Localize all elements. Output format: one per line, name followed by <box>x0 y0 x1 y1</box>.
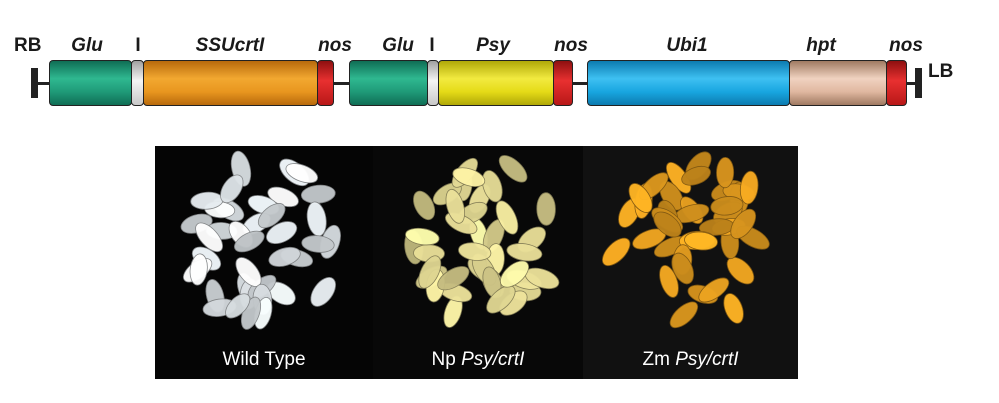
glu-promoter-label-2: Glu <box>382 35 414 56</box>
nos-terminator-label-2: nos <box>554 35 588 56</box>
np-psy-crti-panel: Np Psy/crtI <box>373 146 583 379</box>
zm-psy-crti-caption: Zm Psy/crtI <box>583 349 798 371</box>
left-border-bar <box>915 68 922 98</box>
hpt-gene-segment <box>789 60 887 106</box>
hpt-gene-label: hpt <box>806 35 836 56</box>
rice-grain <box>189 253 208 286</box>
backbone-line <box>906 82 916 85</box>
rice-grain <box>437 266 470 291</box>
right-border-bar <box>31 68 38 98</box>
glu-promoter-label-1: Glu <box>71 35 103 56</box>
zm-psy-crti-panel: Zm Psy/crtI <box>583 146 798 379</box>
rice-grain <box>684 231 718 251</box>
caption-prefix: Zm <box>642 349 670 370</box>
ubi1-promoter-segment <box>587 60 790 106</box>
psy-gene-segment <box>438 60 554 106</box>
rice-grain <box>739 170 759 205</box>
nos-terminator-segment <box>886 60 907 106</box>
wild-type-caption: Wild Type <box>155 349 373 371</box>
caption-genes: Psy/crtI <box>461 349 525 370</box>
rice-grain <box>498 155 528 183</box>
rice-grain <box>310 277 336 307</box>
gene-construct-diagram: RB Glu I SSUcrtI nos Glu I Psy nos Ubi1 … <box>0 0 999 130</box>
rice-grain <box>268 246 301 267</box>
rice-grain <box>628 183 653 213</box>
rice-grain <box>669 301 699 329</box>
rice-grain <box>602 237 631 267</box>
rice-grain <box>418 255 442 289</box>
caption-prefix: Np <box>431 349 456 370</box>
rice-grain <box>495 200 519 235</box>
backbone-line <box>572 82 588 85</box>
rice-grain <box>458 242 492 261</box>
backbone-line <box>38 82 50 85</box>
rice-grain <box>653 211 682 238</box>
ssucrti-gene-segment <box>143 60 318 106</box>
rice-grain <box>257 203 286 229</box>
np-psy-crti-grains <box>404 155 560 328</box>
ubi1-promoter-label: Ubi1 <box>666 35 708 56</box>
caption-text: Wild Type <box>222 349 306 370</box>
psy-gene-label: Psy <box>476 35 510 56</box>
rice-grain <box>536 192 556 226</box>
left-border-label: LB <box>928 61 954 82</box>
rice-grain <box>681 165 711 186</box>
rice-grain <box>445 188 466 224</box>
ssucrti-gene-label: SSUcrtI <box>195 35 265 56</box>
rice-grain <box>301 235 335 253</box>
backbone-line <box>333 82 350 85</box>
nos-terminator-segment <box>553 60 573 106</box>
rice-grain <box>225 293 251 319</box>
rice-grain <box>730 208 757 240</box>
np-psy-crti-caption: Np Psy/crtI <box>373 349 583 371</box>
rice-grain <box>723 293 744 324</box>
rice-grain <box>659 264 679 298</box>
rice-grain <box>710 196 744 216</box>
wild-type-grains <box>180 150 341 330</box>
nos-terminator-label-3: nos <box>889 35 923 56</box>
rice-grain <box>195 222 223 253</box>
rice-grain <box>266 221 298 245</box>
rice-grain <box>726 256 755 285</box>
right-border-label: RB <box>14 35 42 56</box>
nos-terminator-segment <box>317 60 334 106</box>
rice-grain <box>452 167 486 188</box>
rice-grain <box>671 252 694 285</box>
nos-terminator-label-1: nos <box>318 35 352 56</box>
rice-grain <box>234 230 265 253</box>
zm-psy-crti-grains <box>602 151 770 329</box>
intron-label-1: I <box>135 35 141 56</box>
rice-grain <box>698 277 730 303</box>
rice-grain <box>716 157 735 189</box>
rice-grain <box>506 243 543 262</box>
wild-type-panel: Wild Type <box>155 146 373 379</box>
rice-grain <box>405 227 440 246</box>
glu-promoter-segment <box>349 60 428 106</box>
rice-grain <box>486 285 516 314</box>
rice-grain <box>481 170 503 203</box>
rice-grain <box>285 163 319 184</box>
glu-promoter-segment <box>49 60 132 106</box>
rice-grain-photo: Wild Type Np Psy/crtI Zm Psy/crtI <box>155 146 798 379</box>
rice-grain <box>220 174 244 204</box>
rice-grain <box>413 190 436 221</box>
rice-grain <box>300 184 336 204</box>
intron-label-2: I <box>429 35 435 56</box>
caption-genes: Psy/crtI <box>675 349 739 370</box>
rice-grain <box>499 260 530 288</box>
